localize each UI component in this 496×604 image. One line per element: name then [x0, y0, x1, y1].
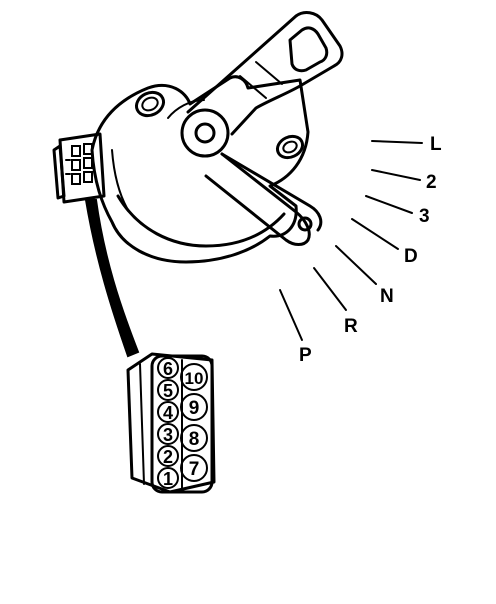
pin-label: 6	[163, 359, 173, 379]
leader-line-L	[371, 140, 423, 144]
pin-label: 8	[189, 429, 200, 450]
position-label-P: P	[299, 345, 312, 366]
connector-pins-right	[180, 363, 208, 482]
leader-line-D	[351, 218, 399, 250]
position-label-R: R	[344, 316, 358, 337]
position-label-2: 2	[426, 172, 437, 193]
position-leader-lines	[279, 140, 423, 341]
pin-label: 7	[189, 459, 200, 480]
leader-line-3	[365, 195, 413, 214]
wire-harness	[84, 199, 140, 358]
position-label-3: 3	[419, 206, 430, 227]
position-labels: L 2 3 D N R P	[299, 134, 442, 366]
pin-label: 2	[163, 447, 173, 467]
switch-connector	[52, 132, 106, 204]
pin-label: 3	[163, 425, 173, 445]
connector-pins-left	[157, 357, 179, 489]
pin-label: 5	[163, 381, 173, 401]
pin-label: 9	[189, 398, 200, 419]
position-label-N: N	[380, 286, 394, 307]
shift-lever	[186, 11, 344, 246]
pin-label: 10	[185, 369, 204, 388]
leader-line-R	[313, 267, 347, 311]
pin-label: 4	[163, 403, 173, 423]
leader-line-P	[279, 289, 303, 341]
leader-line-2	[371, 169, 421, 181]
position-label-D: D	[404, 246, 418, 267]
switch-body	[90, 75, 310, 264]
position-label-L: L	[430, 134, 442, 155]
leader-line-N	[335, 245, 377, 285]
pin-label: 1	[163, 469, 173, 489]
pin-labels: 6 5 4 3 2 1 10 9 8 7	[163, 359, 203, 489]
